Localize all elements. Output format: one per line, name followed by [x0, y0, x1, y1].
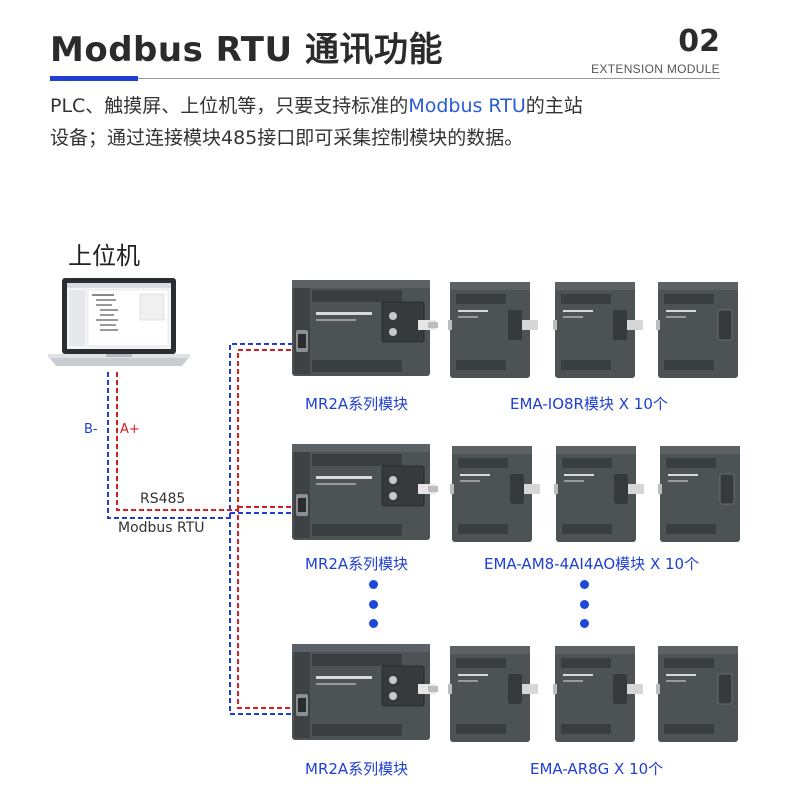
- plc-module-row1: [291, 279, 439, 377]
- plc-caption-row2: MR2A系列模块: [305, 555, 409, 573]
- ext-module-row3-a: [448, 646, 538, 742]
- ext-caption-row1: EMA-IO8R模块 X 10个: [510, 395, 668, 413]
- description-line1-a: PLC、触摸屏、上位机等，只要支持标准的: [50, 95, 409, 117]
- ellipsis-dot: [580, 580, 589, 589]
- signal-a-label: A+: [120, 422, 140, 437]
- ellipsis-dot: [369, 600, 378, 609]
- page-number: 02: [678, 24, 720, 59]
- ext-module-row3-b: [553, 646, 643, 742]
- plc-module-row3: [291, 643, 439, 741]
- description-highlight: Modbus RTU: [408, 95, 526, 117]
- title-divider: [138, 78, 720, 79]
- plc-module-row2: [291, 443, 439, 541]
- ellipsis-dot: [369, 580, 378, 589]
- plc-caption-row1: MR2A系列模块: [305, 395, 409, 413]
- ext-caption-row2: EMA-AM8-4AI4AO模块 X 10个: [484, 555, 700, 573]
- wire-b-top: [229, 343, 300, 518]
- ext-caption-row3: EMA-AR8G X 10个: [530, 760, 664, 778]
- ext-module-row1-b: [553, 282, 643, 378]
- laptop-icon: [48, 278, 190, 366]
- description-line1-b: 的主站: [525, 95, 583, 117]
- plc-caption-row3: MR2A系列模块: [305, 760, 409, 778]
- ext-module-row3-c: [656, 645, 739, 743]
- ellipsis-dot: [369, 619, 378, 628]
- host-computer-label: 上位机: [68, 242, 140, 270]
- section-subtitle: EXTENSION MODULE: [591, 62, 720, 76]
- page-title: Modbus RTU 通讯功能: [50, 30, 443, 70]
- wire-a-main: [116, 372, 300, 709]
- ellipsis-dot: [580, 619, 589, 628]
- ext-module-row1-a: [448, 282, 538, 378]
- ext-module-row2-b: [554, 446, 644, 542]
- bus-label: RS485: [140, 491, 186, 507]
- description: PLC、触摸屏、上位机等，只要支持标准的Modbus RTU的主站 设备；通过连…: [50, 90, 750, 154]
- wire-a-top: [237, 349, 300, 510]
- title-accent-bar: [50, 76, 138, 81]
- protocol-label: Modbus RTU: [118, 520, 205, 536]
- signal-b-label: B-: [84, 422, 98, 437]
- ext-module-row2-c: [658, 445, 741, 543]
- description-line2: 设备；通过连接模块485接口即可采集控制模块的数据。: [50, 127, 524, 149]
- ellipsis-dot: [580, 600, 589, 609]
- ext-module-row1-c: [656, 281, 739, 379]
- ext-module-row2-a: [450, 446, 540, 542]
